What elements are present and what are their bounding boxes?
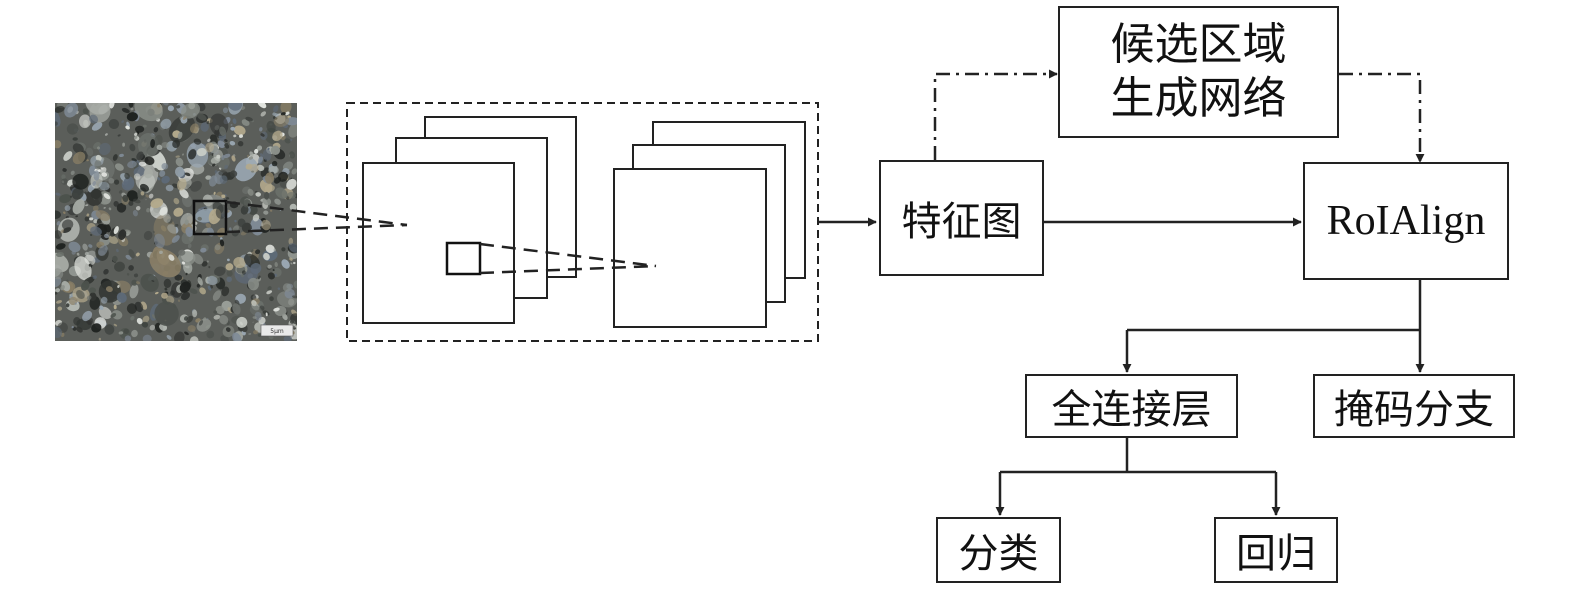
rpn-node: 候选区域 生成网络: [1058, 6, 1339, 138]
feature-map-node: 特征图: [879, 160, 1044, 276]
mask-branch-label: 掩码分支: [1334, 387, 1494, 433]
projection-lines-2: [479, 242, 657, 275]
classification-node: 分类: [936, 517, 1061, 583]
scale-bar-label: 5μm: [270, 328, 284, 335]
classification-label: 分类: [958, 531, 1039, 577]
arrow-rpn-to-roialign: [1339, 72, 1425, 163]
arrow-roialign-split: [1127, 280, 1422, 332]
receptive-window-2: [445, 241, 482, 276]
rock-microscope-image: 5μm: [55, 103, 297, 341]
rpn-label-line2: 生成网络: [1110, 73, 1287, 124]
roialign-node: RoIAlign: [1303, 162, 1509, 280]
arrow-fc-split: [1000, 438, 1276, 474]
mask-branch-node: 掩码分支: [1313, 374, 1515, 438]
projection-lines-1: [225, 200, 408, 234]
rpn-label-line1: 候选区域: [1110, 19, 1287, 71]
regression-label: 回归: [1236, 531, 1316, 577]
arrow-feature-to-rpn: [933, 69, 1058, 160]
fc-layer-node: 全连接层: [1025, 374, 1238, 438]
scale-bar: [260, 324, 294, 337]
conv-stack-2: [613, 121, 806, 328]
conv-stack-1: [362, 116, 577, 324]
regression-node: 回归: [1214, 517, 1338, 583]
roialign-label: RoIAlign: [1326, 198, 1486, 244]
fc-layer-label: 全连接层: [1051, 387, 1212, 433]
feature-map-label: 特征图: [901, 199, 1022, 245]
receptive-window-1: [192, 199, 228, 236]
